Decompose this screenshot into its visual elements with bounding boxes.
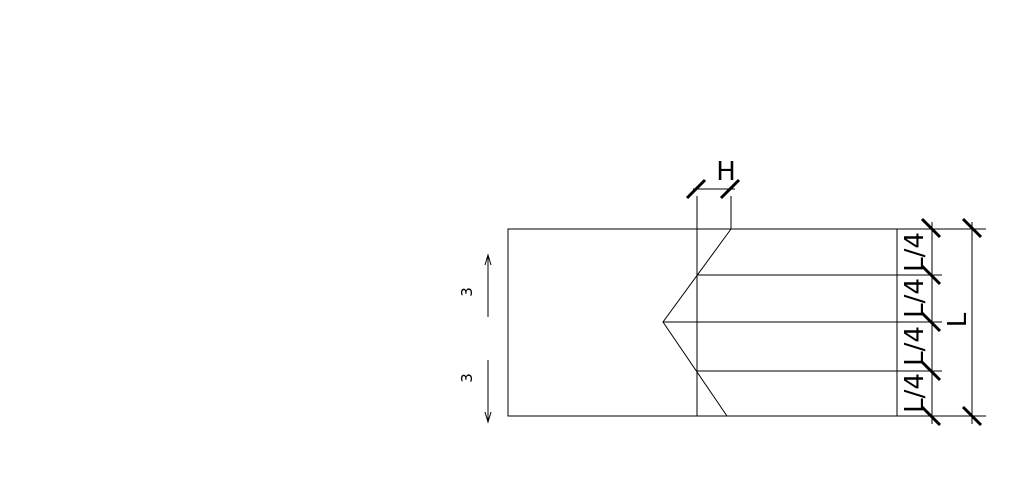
arrow-up-label: 3	[458, 287, 476, 297]
quarter-label-4: L/4	[900, 373, 930, 413]
l-tick-top	[961, 217, 983, 239]
arrow-up-icon	[484, 253, 492, 266]
quarter-tick-3	[920, 311, 942, 333]
h-tick-left	[685, 178, 707, 200]
quarter-label-1: L/4	[900, 232, 930, 272]
h-dimension-label: H	[716, 157, 736, 187]
arrow-down-label: 3	[458, 373, 476, 383]
h-tick-right	[719, 178, 741, 200]
quarter-tick-1	[920, 217, 942, 239]
arrow-down-icon	[484, 411, 492, 424]
quarter-tick-4	[920, 360, 942, 382]
quarter-label-3: L/4	[900, 326, 930, 366]
l-dimension-label: L	[943, 312, 973, 327]
l-tick-bottom	[961, 405, 983, 427]
quarter-tick-5	[920, 405, 942, 427]
quarter-label-2: L/4	[900, 278, 930, 318]
quarter-tick-2	[920, 264, 942, 286]
